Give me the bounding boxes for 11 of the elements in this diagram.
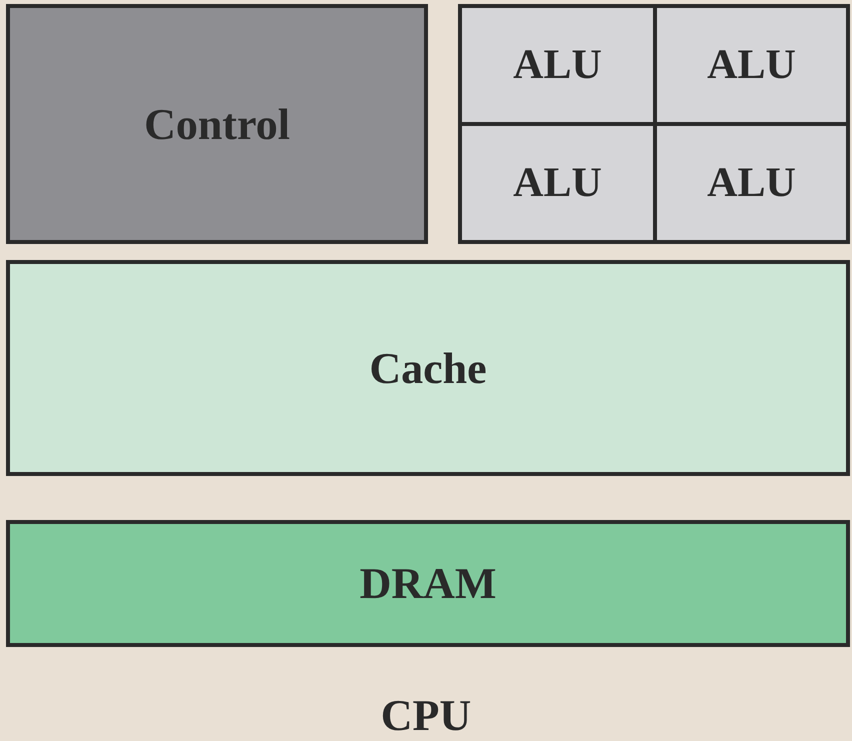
block-label: Cache	[369, 342, 487, 394]
cache-block	[6, 260, 850, 476]
diagram-caption: CPU	[380, 691, 472, 740]
block-label: DRAM	[360, 558, 496, 609]
block-label: Control	[144, 98, 290, 150]
block-label: ALU	[513, 41, 602, 89]
dram-block	[6, 520, 850, 647]
block-label: ALU	[707, 159, 796, 207]
block-label: ALU	[707, 41, 796, 89]
control-block	[6, 4, 428, 244]
block-label: ALU	[513, 159, 602, 207]
